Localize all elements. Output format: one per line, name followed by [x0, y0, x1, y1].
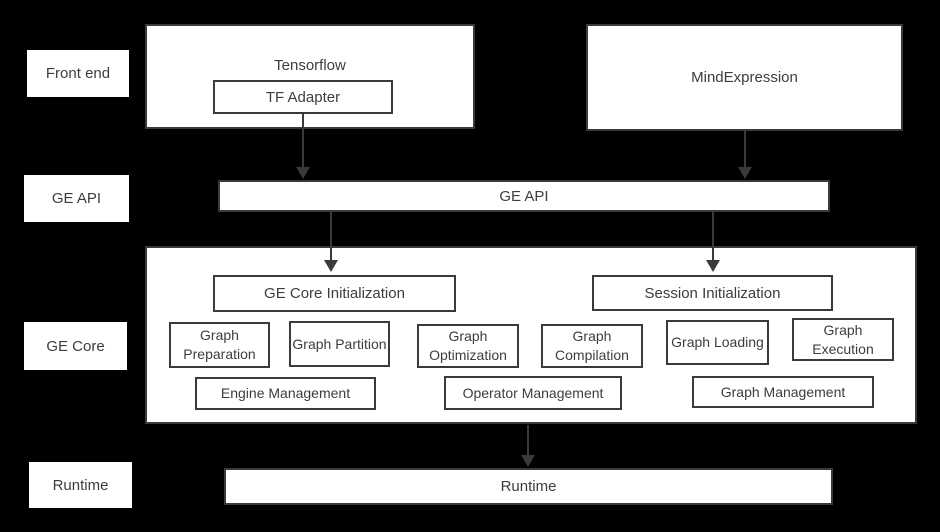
- side-label-ge-core: GE Core: [24, 322, 127, 370]
- graph-loading-box: Graph Loading: [666, 320, 769, 365]
- side-label-front-end: Front end: [27, 50, 129, 97]
- arrow-head-icon: [324, 260, 338, 272]
- tensorflow-label: Tensorflow: [274, 57, 346, 74]
- arrow-mind-expression-to-ge-api: [738, 131, 752, 179]
- arrow-ge-api-to-ge-core-init: [324, 212, 338, 272]
- graph-execution-box: Graph Execution: [792, 318, 894, 361]
- arrow-head-icon: [738, 167, 752, 179]
- arrow-tf-adapter-to-ge-api: [296, 114, 310, 179]
- ge-core-container: GE Core Initialization Session Initializ…: [145, 246, 917, 424]
- arrow-stem: [527, 425, 529, 457]
- graph-optimization-box: Graph Optimization: [417, 324, 519, 368]
- graph-management-box: Graph Management: [692, 376, 874, 408]
- arrow-head-icon: [521, 455, 535, 467]
- graph-preparation-box: Graph Preparation: [169, 322, 270, 368]
- tensorflow-box: Tensorflow TF Adapter: [145, 24, 475, 129]
- side-label-ge-api: GE API: [24, 175, 129, 222]
- session-initialization-box: Session Initialization: [592, 275, 833, 311]
- operator-management-box: Operator Management: [444, 376, 622, 410]
- arrow-stem: [744, 131, 746, 169]
- graph-partition-box: Graph Partition: [289, 321, 390, 367]
- ge-api-bar: GE API: [218, 180, 830, 212]
- mind-expression-box: MindExpression: [586, 24, 903, 131]
- arrow-stem: [712, 212, 714, 262]
- side-label-runtime: Runtime: [29, 462, 132, 508]
- arrow-stem: [330, 212, 332, 262]
- ge-core-initialization-box: GE Core Initialization: [213, 275, 456, 312]
- arrow-ge-core-to-runtime: [521, 425, 535, 467]
- runtime-bar: Runtime: [224, 468, 833, 505]
- arrow-stem: [302, 114, 304, 169]
- tf-adapter-box: TF Adapter: [213, 80, 393, 114]
- arrow-ge-api-to-session-init: [706, 212, 720, 272]
- graph-compilation-box: Graph Compilation: [541, 324, 643, 368]
- engine-management-box: Engine Management: [195, 377, 376, 410]
- arrow-head-icon: [296, 167, 310, 179]
- arrow-head-icon: [706, 260, 720, 272]
